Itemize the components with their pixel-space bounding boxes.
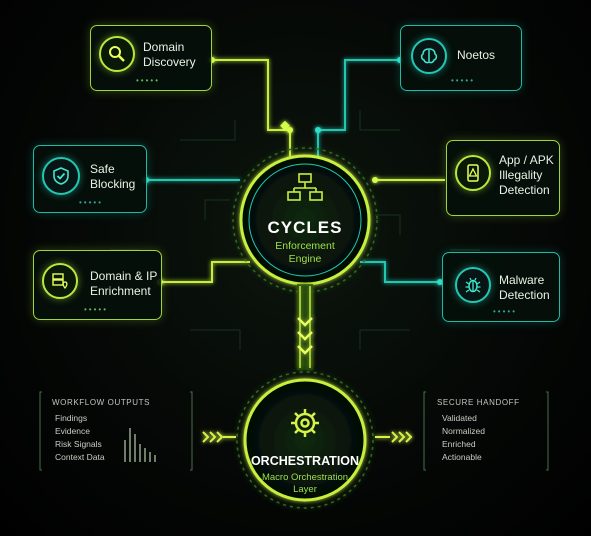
card-malware[interactable]: Malware Detection ••••• [442, 252, 560, 322]
bug-icon [455, 267, 491, 303]
card-app-apk[interactable]: App / APK Illegality Detection [446, 140, 560, 216]
list-item: Validated [442, 413, 477, 423]
list-item: Findings [55, 413, 88, 423]
module-label: Malware Detection [499, 273, 550, 302]
card-domain-discovery[interactable]: Domain Discovery ••••• [90, 25, 212, 91]
search-icon [99, 36, 135, 72]
brain-icon [411, 38, 447, 74]
module-label: Domain & IP Enrichment [90, 269, 158, 298]
status-dots: ••••• [493, 307, 518, 316]
status-dots: ••••• [79, 198, 104, 207]
module-label: Domain Discovery [143, 40, 196, 69]
orchestration-subtitle: Macro Orchestration Layer [261, 472, 349, 495]
server-location-icon [42, 263, 78, 299]
shield-check-icon [42, 157, 80, 195]
workflow-outputs-title: WORKFLOW OUTPUTS [52, 398, 151, 407]
card-noetos[interactable]: Noetos ••••• [400, 25, 522, 91]
hub-subtitle: Enforcement Engine [275, 240, 335, 265]
list-item: Evidence [55, 426, 90, 436]
status-dots: ••••• [84, 305, 109, 314]
gear-icon [291, 409, 319, 437]
module-label: Safe Blocking [90, 162, 136, 191]
wire-noetos [317, 59, 400, 160]
status-dots: ••••• [136, 76, 161, 85]
wire-domain-ip [160, 261, 250, 283]
list-item: Enriched [442, 439, 476, 449]
list-item: Context Data [55, 452, 105, 462]
status-dots: ••••• [451, 76, 476, 85]
card-safe-blocking[interactable]: Safe Blocking ••••• [33, 145, 147, 213]
phone-warning-icon [455, 155, 491, 191]
orchestration-title: ORCHESTRATION [250, 454, 360, 468]
secure-handoff-title: SECURE HANDOFF [437, 398, 520, 407]
card-domain-ip[interactable]: Domain & IP Enrichment ••••• [33, 250, 162, 320]
wire-domain-discovery [212, 59, 291, 160]
list-item: Normalized [442, 426, 485, 436]
list-item: Risk Signals [55, 439, 102, 449]
list-item: Actionable [442, 452, 482, 462]
module-label: Noetos [457, 48, 496, 62]
hub-title: CYCLES [267, 218, 343, 237]
wire-malware [360, 261, 440, 283]
module-label: App / APK Illegality Detection [499, 153, 554, 197]
